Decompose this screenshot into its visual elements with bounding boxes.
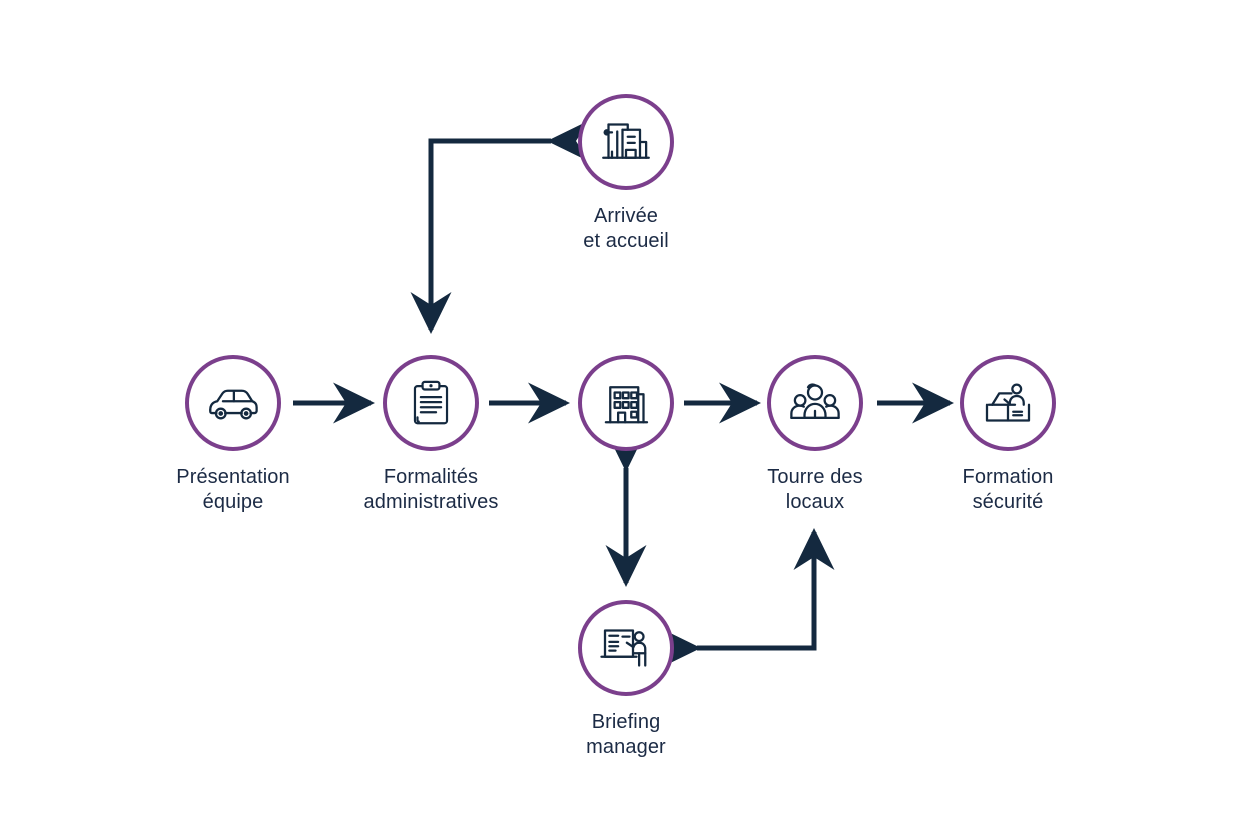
node-label: Arrivée et accueil bbox=[583, 205, 669, 252]
node-circle bbox=[767, 355, 863, 451]
node-formation-securite[interactable]: Formation sécurité bbox=[918, 355, 1098, 515]
node-tourre-des-locaux[interactable]: Tourre des locaux bbox=[725, 355, 905, 515]
node-briefing-manager[interactable]: Briefing manager bbox=[536, 600, 716, 760]
node-label: Présentation équipe bbox=[176, 466, 290, 513]
node-label: Formation sécurité bbox=[962, 466, 1054, 513]
node-label: Tourre des locaux bbox=[767, 466, 863, 513]
node-circle bbox=[578, 94, 674, 190]
node-label: Formalités administratives bbox=[363, 466, 499, 513]
node-arrivee-et-accueil[interactable]: Arrivée et accueil bbox=[536, 94, 716, 254]
buildings-icon bbox=[602, 123, 650, 159]
node-circle bbox=[578, 600, 674, 696]
node-circle bbox=[185, 355, 281, 451]
node-presentation-equipe[interactable]: Présentation équipe bbox=[143, 355, 323, 515]
edge-arrivee-formalites-elbow bbox=[410, 120, 589, 335]
node-circle bbox=[960, 355, 1056, 451]
clipboard-icon bbox=[413, 380, 449, 425]
person-desk-laptop-icon bbox=[985, 383, 1031, 422]
presentation-board-icon bbox=[600, 629, 647, 667]
node-circle bbox=[383, 355, 479, 451]
car-icon bbox=[209, 389, 258, 420]
node-formalites-administratives[interactable]: Formalités administratives bbox=[341, 355, 521, 515]
group-people-icon bbox=[790, 383, 840, 420]
node-office-building[interactable] bbox=[536, 355, 716, 465]
office-building-icon bbox=[604, 386, 649, 424]
node-label: Briefing manager bbox=[586, 711, 666, 758]
node-circle bbox=[578, 355, 674, 451]
edge-briefing-to-tourre-elbow bbox=[659, 527, 835, 669]
